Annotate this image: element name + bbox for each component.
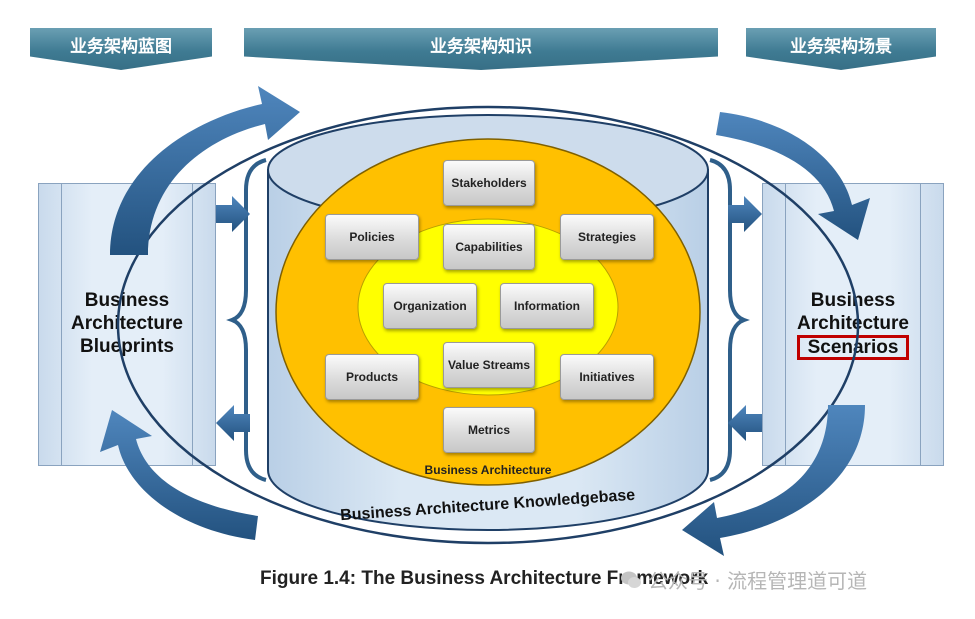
node-metrics: Metrics (443, 407, 535, 453)
scenarios-label-line1: Business (810, 290, 896, 311)
business-architecture-label: Business Architecture (425, 463, 552, 477)
node-value-streams: Value Streams (443, 342, 535, 388)
curved-arrow-bottom-right (682, 405, 865, 556)
node-stakeholders: Stakeholders (443, 160, 535, 206)
node-policies: Policies (325, 214, 419, 260)
arrow-knowledge-to-blueprints (216, 405, 250, 441)
arrow-knowledge-to-scenarios (728, 196, 762, 232)
outer-loop-ellipse (116, 105, 860, 545)
wechat-icon (621, 571, 641, 588)
watermark-text: 公众号 · 流程管理道可道 (648, 569, 868, 593)
blueprints-label-line3: Blueprints (80, 336, 174, 357)
scenarios-label-line2: Architecture (797, 313, 909, 334)
node-information: Information (500, 283, 594, 329)
blueprints-panel: Business Architecture Blueprints (38, 183, 216, 466)
blueprints-label-line1: Business (84, 290, 170, 311)
node-initiatives: Initiatives (560, 354, 654, 400)
watermark: 公众号 · 流程管理道可道 (620, 565, 867, 594)
figure-caption: Figure 1.4: The Business Architecture Fr… (260, 568, 709, 589)
core-ellipse (357, 218, 619, 396)
node-strategies: Strategies (560, 214, 654, 260)
arrow-scenarios-to-knowledge (728, 405, 762, 441)
left-brace (226, 158, 267, 482)
curved-arrow-top-right (716, 112, 870, 240)
arrow-blueprints-to-knowledge (216, 196, 250, 232)
right-brace (709, 158, 750, 482)
curved-arrow-top-left (110, 86, 300, 255)
blueprints-label: Business Architecture Blueprints (39, 289, 215, 358)
blueprints-label-line2: Architecture (71, 313, 183, 334)
node-organization: Organization (383, 283, 477, 329)
node-products: Products (325, 354, 419, 400)
node-capabilities: Capabilities (443, 224, 535, 270)
curved-arrow-bottom-left (100, 410, 258, 540)
